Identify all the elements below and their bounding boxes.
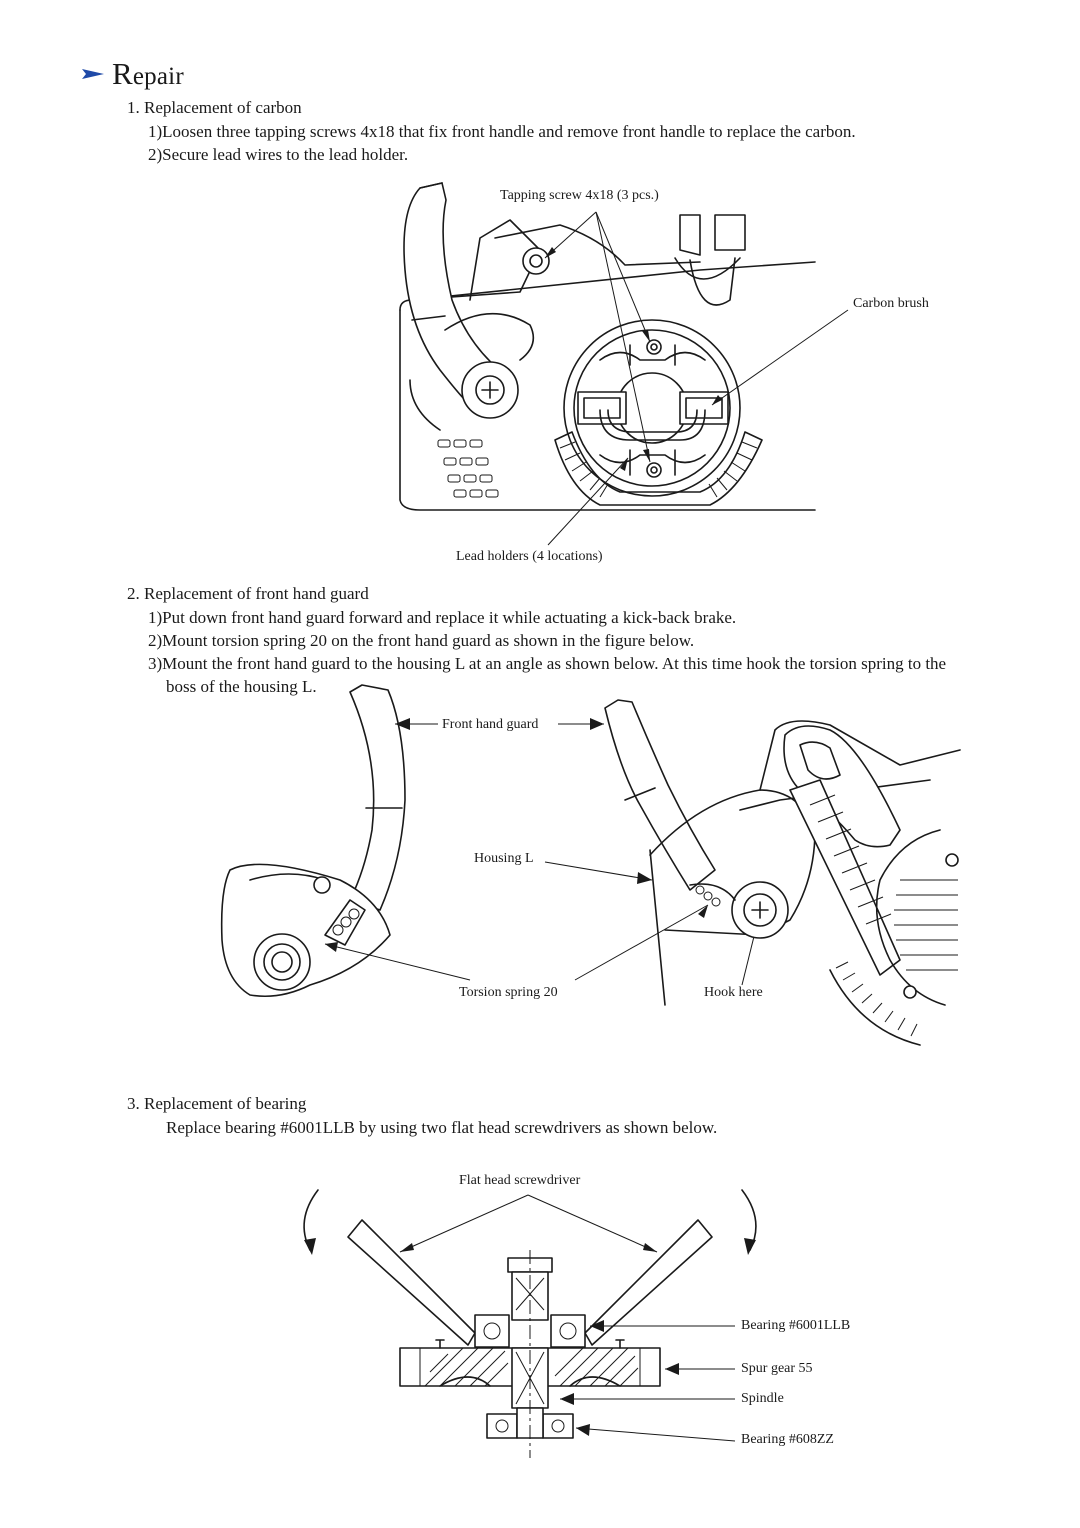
section2-heading: 2. Replacement of front hand guard (127, 584, 369, 603)
label-bearing-608zz: Bearing #608ZZ (741, 1432, 834, 1447)
section2-step-3-continued: boss of the housing L. (166, 677, 317, 696)
label-hook-here: Hook here (704, 985, 763, 1000)
label-tapping-screw: Tapping screw 4x18 (3 pcs.) (500, 188, 659, 203)
section2-step-1: 1)Put down front hand guard forward and … (148, 608, 737, 627)
label-spur-gear: Spur gear 55 (741, 1361, 813, 1376)
section1-step-1: 1)Loosen three tapping screws 4x18 that … (148, 122, 856, 141)
right-pointer-icon (82, 69, 104, 79)
page-title: Repair (82, 56, 184, 92)
label-torsion-spring: Torsion spring 20 (459, 985, 558, 1000)
section2-step-3: 3)Mount the front hand guard to the hous… (148, 654, 947, 673)
section1-step-2: 2)Secure lead wires to the lead holder. (148, 145, 409, 164)
title-text: Repair (112, 56, 184, 91)
label-lead-holders: Lead holders (4 locations) (456, 549, 603, 564)
label-bearing-6001llb: Bearing #6001LLB (741, 1318, 851, 1333)
label-front-hand-guard: Front hand guard (442, 717, 539, 732)
label-carbon-brush: Carbon brush (853, 296, 929, 311)
section3-heading: 3. Replacement of bearing (127, 1094, 307, 1113)
label-flat-head-screwdriver: Flat head screwdriver (459, 1173, 581, 1188)
section1-heading: 1. Replacement of carbon (127, 98, 302, 117)
label-spindle: Spindle (741, 1391, 784, 1406)
section2-step-2: 2)Mount torsion spring 20 on the front h… (148, 631, 695, 650)
label-housing-l: Housing L (474, 851, 534, 866)
section3-text: Replace bearing #6001LLB by using two fl… (166, 1118, 718, 1137)
